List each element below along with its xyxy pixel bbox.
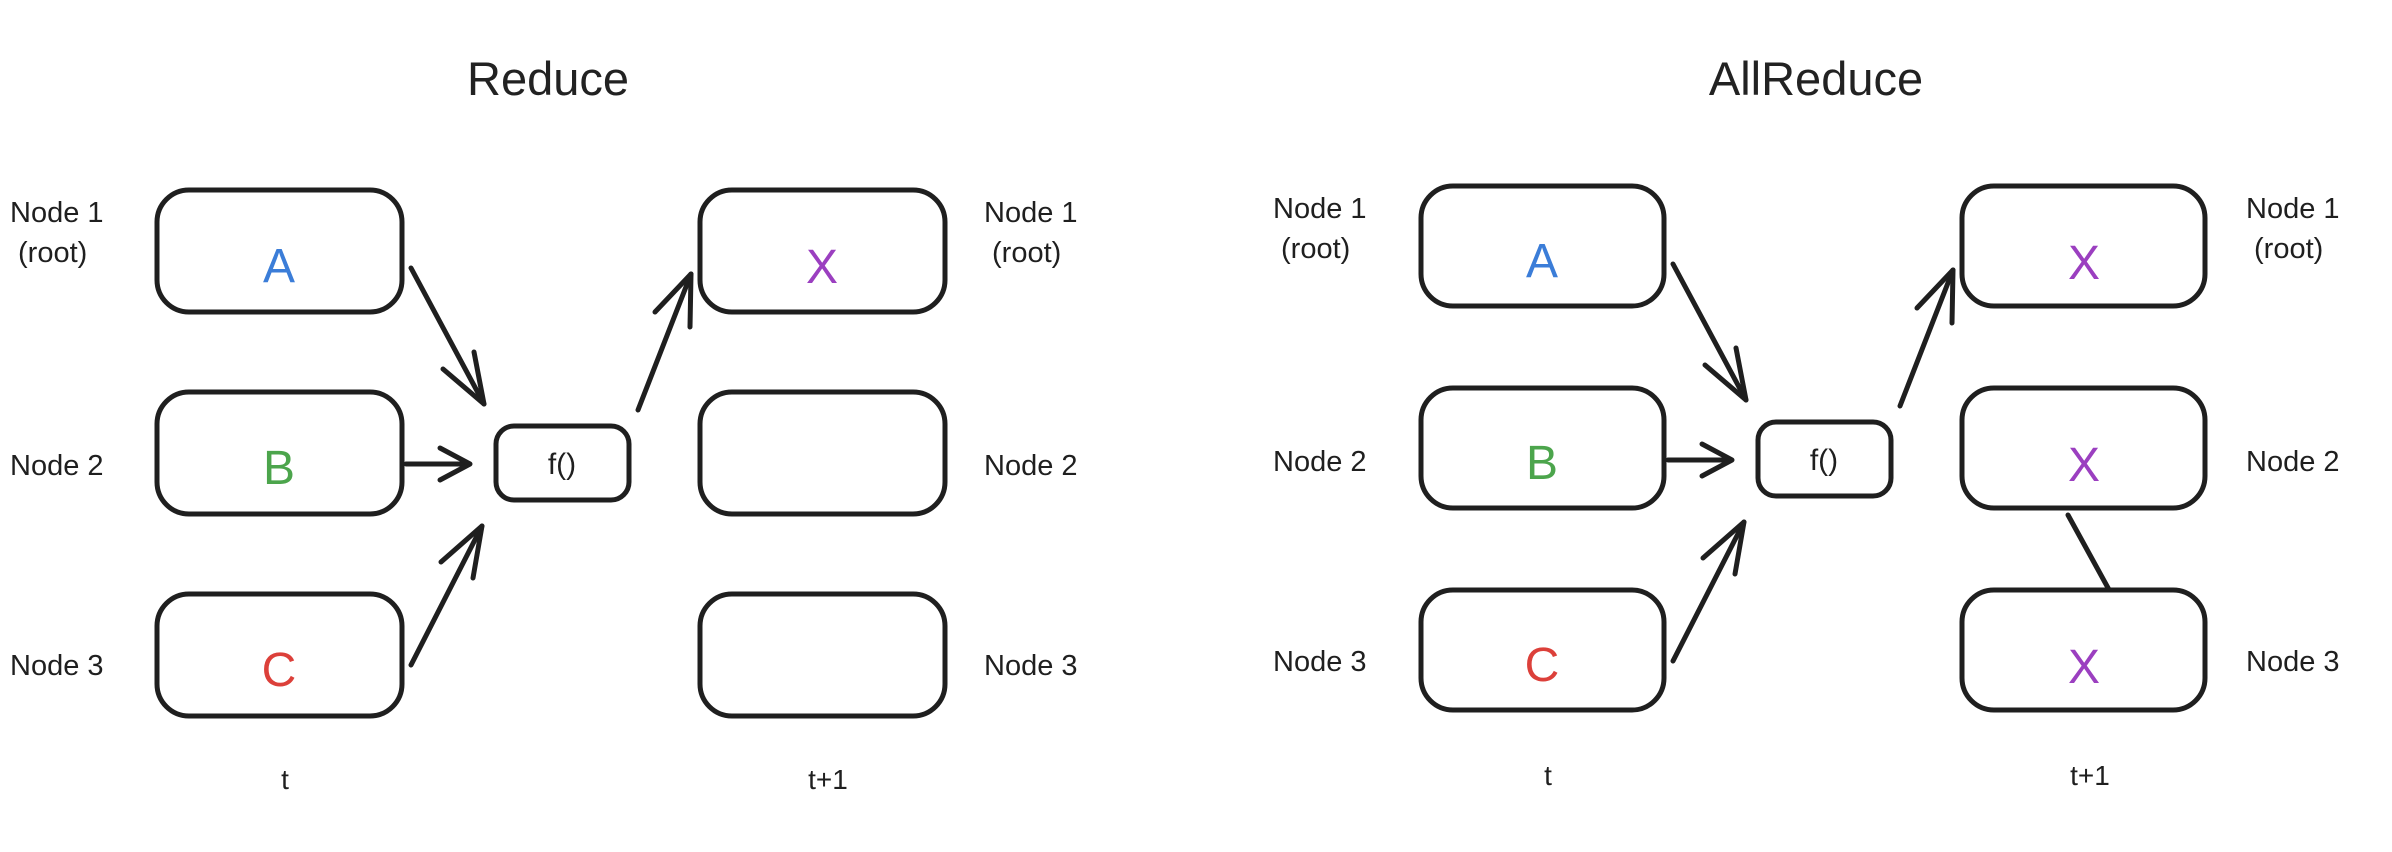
arrow-node1-to-f [1670, 261, 1749, 403]
time-label-after: t+1 [2070, 760, 2110, 791]
left-node-labels: Node 1 (root) Node 2 Node 3 [10, 197, 104, 682]
node-value-X: X [2068, 439, 2100, 492]
node-label-1-line2: (root) [1281, 233, 1350, 265]
node-label-1-line1: Node 1 [10, 197, 104, 229]
node-value-A: A [1526, 235, 1558, 288]
node-box-rect[interactable] [1959, 385, 2208, 511]
node-label-2: Node 2 [984, 450, 1078, 482]
function-box[interactable]: f() [1755, 419, 1894, 499]
node-box-left-1[interactable]: A [154, 187, 405, 315]
node-box-rect[interactable] [154, 591, 405, 719]
node-label-2: Node 2 [2246, 446, 2340, 478]
node-box-rect[interactable] [154, 389, 405, 517]
function-label: f() [1810, 444, 1838, 477]
node-box-rect[interactable] [697, 591, 948, 719]
node-label-2: Node 2 [1273, 446, 1367, 478]
node-value-B: B [263, 442, 295, 495]
node-label-1-line1: Node 1 [984, 197, 1078, 229]
panel-reduce: Reduce Node 1 (root) Node 2 Node 3 A B C… [10, 52, 1078, 795]
arrow-node2-to-f [403, 445, 473, 483]
panel-allreduce: AllReduce Node 1 (root) Node 2 Node 3 A … [1273, 52, 2340, 791]
time-label-before: t [281, 764, 289, 795]
node-label-3: Node 3 [1273, 646, 1367, 678]
node-box-rect[interactable] [1959, 183, 2208, 309]
node-box-rect[interactable] [1959, 587, 2208, 713]
arrow-f-to-node1 [1897, 267, 1956, 409]
node-box-left-1[interactable]: A [1418, 183, 1667, 309]
node-value-X: X [2068, 641, 2100, 694]
function-box-rect[interactable] [493, 423, 632, 503]
right-node-labels: Node 1 (root) Node 2 Node 3 [984, 197, 1078, 682]
node-box-right-2[interactable]: X [1959, 385, 2208, 511]
node-box-right-3[interactable] [697, 591, 948, 719]
function-box[interactable]: f() [493, 423, 632, 503]
node-value-C: C [262, 644, 297, 697]
arrow-node3-to-f [408, 523, 485, 668]
panel-title: Reduce [467, 52, 629, 105]
node-label-3: Node 3 [2246, 646, 2340, 678]
node-value-X: X [2068, 237, 2100, 290]
function-label: f() [548, 448, 576, 481]
node-label-1-line1: Node 1 [1273, 193, 1367, 225]
node-box-right-2[interactable] [697, 389, 948, 517]
panel-title: AllReduce [1709, 52, 1923, 105]
right-node-labels: Node 1 (root) Node 2 Node 3 [2246, 193, 2340, 678]
node-label-1-line2: (root) [2254, 233, 2323, 265]
node-box-left-3[interactable]: C [154, 591, 405, 719]
left-node-labels: Node 1 (root) Node 2 Node 3 [1273, 193, 1367, 678]
arrow-f-to-node1 [635, 271, 694, 413]
node-box-rect[interactable] [1418, 385, 1667, 511]
node-label-1-line1: Node 1 [2246, 193, 2340, 225]
function-box-rect[interactable] [1755, 419, 1894, 499]
node-value-C: C [1525, 639, 1560, 692]
node-box-rect[interactable] [1418, 587, 1667, 713]
node-label-2: Node 2 [10, 450, 104, 482]
node-box-left-3[interactable]: C [1418, 587, 1667, 713]
node-label-1-line2: (root) [18, 237, 87, 269]
node-label-1-line2: (root) [992, 237, 1061, 269]
node-box-left-2[interactable]: B [154, 389, 405, 517]
node-label-3: Node 3 [10, 650, 104, 682]
arrow-node3-to-f [1670, 519, 1747, 664]
node-box-rect[interactable] [697, 187, 948, 315]
node-box-rect[interactable] [154, 187, 405, 315]
time-label-before: t [1544, 760, 1552, 791]
node-box-rect[interactable] [1418, 183, 1667, 309]
node-box-right-1[interactable]: X [697, 187, 948, 315]
arrow-node1-to-f [408, 265, 487, 407]
node-box-right-1[interactable]: X [1959, 183, 2208, 309]
node-box-rect[interactable] [697, 389, 948, 517]
time-label-after: t+1 [808, 764, 848, 795]
node-box-left-2[interactable]: B [1418, 385, 1667, 511]
node-box-right-3[interactable]: X [1959, 587, 2208, 713]
node-value-X: X [806, 241, 838, 294]
arrow-node2-to-f [1665, 441, 1735, 479]
node-label-3: Node 3 [984, 650, 1078, 682]
node-value-A: A [263, 240, 295, 293]
node-value-B: B [1526, 437, 1558, 490]
